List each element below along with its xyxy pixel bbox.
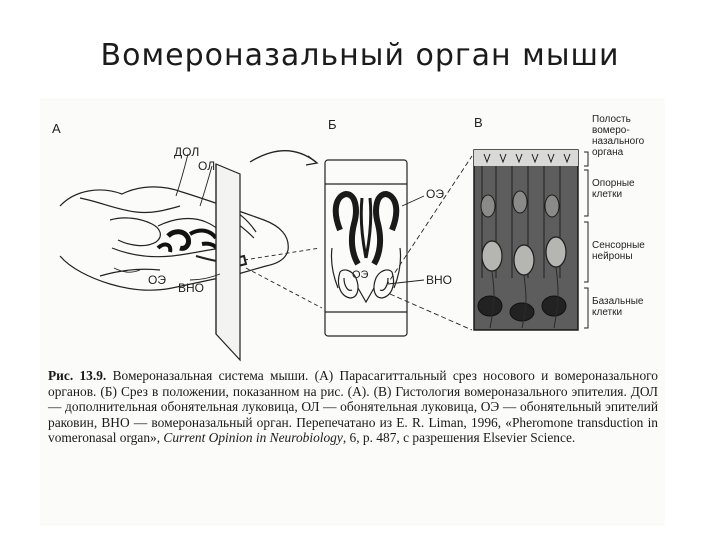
caption-text-end: , 6, р. 487, с разрешения Elsevier Scien…: [342, 430, 576, 446]
caption-journal: Current Opinion in Neurobiology: [163, 430, 343, 446]
label-vno-cavity: Полость вомеро-назального органа: [592, 114, 645, 158]
slide-title: Вомероназальный орган мыши: [100, 38, 620, 73]
section-plane: [215, 163, 241, 362]
projection-a-b: [243, 247, 323, 309]
label-basal-cells: Базальные клетки: [592, 296, 644, 318]
label-support-cells: Опорные клетки: [592, 178, 635, 200]
label-vno-b: ВНО: [426, 273, 453, 287]
figure-illustration: [59, 149, 589, 362]
panel-c-histology: [473, 149, 579, 331]
label-dol: ДОЛ: [174, 145, 200, 159]
figure-scan: А Б В ДОЛ ОЛ ОЭ ВНО ОЭ ОЭ ВНО Полость во…: [40, 98, 665, 526]
label-ol: ОЛ: [198, 159, 216, 173]
arrow-a-to-b: [249, 150, 319, 166]
label-oe-a: ОЭ: [148, 273, 166, 287]
label-sensory-neurons: Сенсорные нейроны: [592, 240, 645, 262]
projection-b-c: [385, 155, 473, 331]
caption-text: Вомероназальная система мыши. (А) Параса…: [48, 368, 658, 446]
panel-a-drawing: [59, 186, 289, 291]
panel-c-brackets: [584, 151, 589, 329]
caption-figure-number: Рис. 13.9.: [48, 368, 107, 383]
panel-c-letter: В: [474, 115, 483, 130]
figure-caption: Рис. 13.9. Вомероназальная система мыши.…: [48, 368, 658, 446]
panel-b-leaders: [387, 195, 425, 285]
panel-a-letter: А: [52, 121, 61, 136]
label-vno-a: ВНО: [178, 281, 205, 295]
label-oe-b-inner: ОЭ: [352, 269, 369, 281]
panel-b-drawing: [324, 159, 408, 337]
label-oe-b: ОЭ: [426, 187, 444, 201]
panel-a-leaders: [113, 153, 221, 281]
panel-b-letter: Б: [328, 117, 337, 132]
